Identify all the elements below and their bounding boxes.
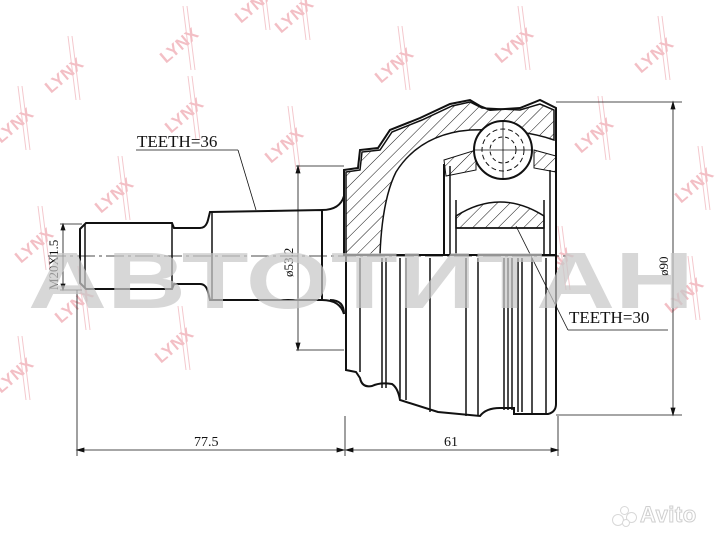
- joint-housing: [329, 98, 557, 418]
- outer-diameter-label: ø90: [656, 257, 671, 277]
- shaft-length-label: 77.5: [194, 435, 219, 450]
- shaft: [79, 195, 345, 315]
- dimension-labels: TEETH=36 TEETH=30 M20X1.5 ø53.2 ø90 77.5…: [46, 132, 671, 450]
- dimension-lines: [60, 100, 682, 456]
- avito-logo-icon: [612, 504, 637, 527]
- inner-teeth-label: TEETH=30: [569, 308, 649, 327]
- avtotitan-watermark: АВТОТИТАН: [28, 236, 694, 325]
- shaft-teeth-label: TEETH=36: [137, 132, 217, 151]
- thread-dimension-label: M20X1.5: [46, 240, 61, 290]
- avito-watermark: Avito: [612, 500, 712, 530]
- housing-length-label: 61: [444, 435, 458, 450]
- avito-brand-text: Avito: [640, 502, 697, 528]
- shaft-diameter-label: ø53.2: [281, 248, 296, 277]
